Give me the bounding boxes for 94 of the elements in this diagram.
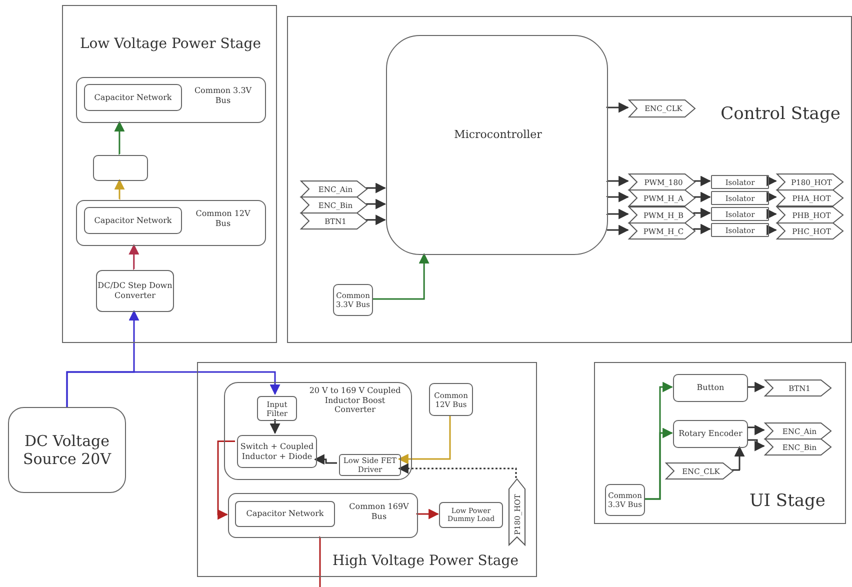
arrow [114, 120, 125, 155]
arrow [66, 371, 280, 407]
arrow [606, 224, 630, 236]
block-box [235, 501, 335, 527]
arrow [365, 182, 386, 194]
connector-line [319, 536, 321, 587]
arrow [365, 198, 386, 210]
block-box [224, 382, 412, 480]
block-box [673, 374, 748, 402]
block-box [711, 223, 769, 237]
block-label: Rotary Encoder [678, 429, 742, 439]
arrow [606, 192, 630, 202]
block-box [439, 502, 503, 528]
arrow [766, 176, 778, 186]
arrow [693, 192, 712, 202]
block-label: DC/DC Step Down Converter [97, 281, 173, 301]
block-label: Common 169V Bus [348, 502, 410, 522]
arrow [365, 214, 386, 226]
signal-flag [629, 100, 695, 117]
block-box [711, 207, 769, 221]
block-box [76, 200, 266, 246]
signal-flag [777, 190, 843, 206]
arrow [606, 208, 630, 220]
arrow [270, 418, 280, 434]
signal-flag [301, 181, 367, 197]
block-label: 20 V to 169 V Coupled Inductor Boost Converter [308, 386, 402, 415]
block-box [76, 77, 266, 123]
block-box [8, 407, 126, 493]
signal-flag [301, 213, 367, 229]
arrow [398, 463, 517, 478]
signal-flag [765, 380, 831, 396]
arrow [693, 224, 712, 234]
block-box [96, 270, 174, 312]
stage-panel [197, 362, 537, 577]
block-label: Common 3.3V Bus [193, 86, 253, 106]
block-box [84, 207, 182, 234]
arrow [693, 208, 712, 218]
block-box [605, 484, 645, 516]
arrow [128, 244, 140, 270]
arrow [766, 208, 778, 220]
signal-flag [629, 174, 695, 190]
block-label: Button [696, 383, 724, 393]
arrow [398, 415, 451, 464]
arrow [416, 508, 440, 520]
stage-panel [62, 5, 277, 343]
block-box [711, 191, 769, 205]
arrow [766, 224, 778, 236]
signal-flag [629, 207, 695, 223]
block-box [429, 383, 473, 416]
arrow [747, 439, 766, 452]
arrow [732, 446, 745, 471]
block-label: Capacitor Network [94, 216, 172, 226]
block-box [257, 396, 297, 421]
arrow [372, 252, 430, 300]
stage-title: Control Stage [720, 104, 842, 124]
signal-flag [765, 423, 831, 439]
block-label: Switch + Coupled Inductor + Diode [239, 442, 315, 462]
block-label: Capacitor Network [246, 509, 324, 519]
block-box [673, 420, 748, 448]
arrow [746, 382, 766, 392]
block-label: Microcontroller [453, 128, 543, 142]
arrow [644, 428, 674, 500]
arrow [314, 454, 337, 465]
stage-title: Low Voltage Power Stage [78, 36, 262, 53]
block-label: Capacitor Network [94, 92, 172, 102]
stage-title: High Voltage Power Stage [331, 553, 520, 570]
block-label: DC Voltage Source 20V [22, 432, 112, 468]
block-box [386, 35, 608, 255]
block-box [84, 84, 182, 111]
signal-flag [666, 463, 733, 479]
arrow [114, 178, 125, 200]
arrow [217, 440, 235, 520]
arrow [747, 424, 766, 436]
signal-flag [765, 439, 831, 455]
signal-flag [777, 174, 843, 190]
signal-flag [629, 223, 695, 239]
stage-title: UI Stage [748, 491, 826, 512]
signal-flag [301, 197, 367, 213]
stage-panel [287, 16, 852, 343]
empty-block-box [93, 155, 148, 181]
signal-flag [629, 190, 695, 206]
block-label: Common 12V Bus [194, 209, 252, 228]
signal-flag [777, 207, 843, 223]
signal-flag [509, 479, 525, 545]
block-box [237, 435, 317, 468]
block-box [711, 175, 769, 189]
arrow [606, 102, 630, 113]
stage-panel [594, 362, 846, 524]
block-box [228, 493, 418, 538]
arrow [766, 192, 778, 202]
arrow [606, 176, 630, 186]
arrow [693, 176, 712, 186]
signal-flag [777, 223, 843, 239]
block-box [333, 284, 373, 316]
